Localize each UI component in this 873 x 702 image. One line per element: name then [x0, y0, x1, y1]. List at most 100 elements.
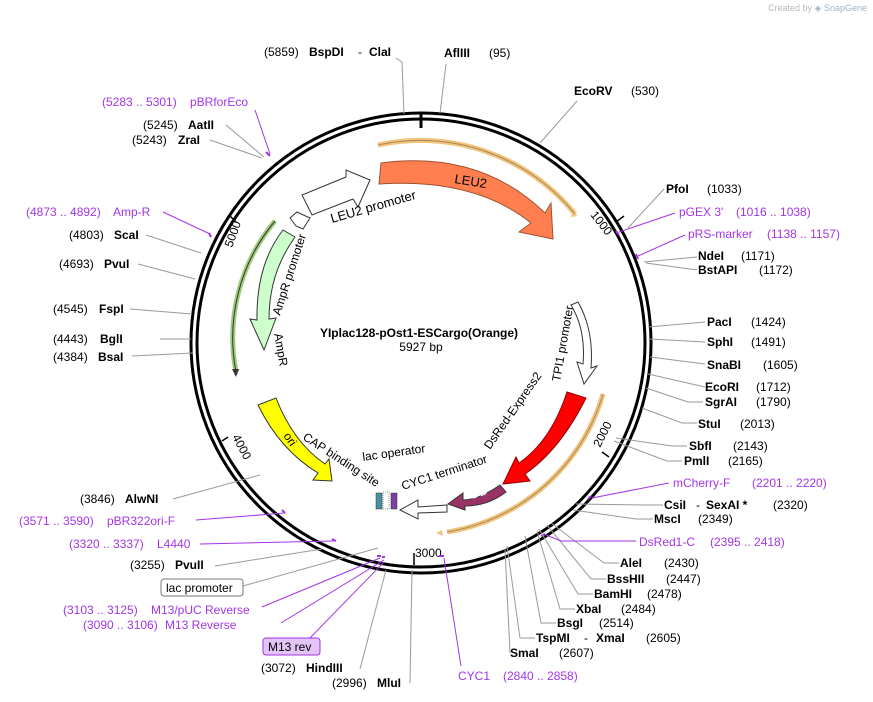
site-name-csii[interactable]: CsiI — [664, 498, 686, 512]
site-name-ecorv[interactable]: EcoRV — [574, 84, 612, 98]
site-name-bsgi[interactable]: BsgI — [557, 616, 583, 630]
plead-pbr322 — [195, 512, 286, 521]
primer-name-m13rev[interactable]: M13 Reverse — [165, 618, 237, 632]
site-name-zrai[interactable]: ZraI — [178, 133, 200, 147]
site-name-ndei[interactable]: NdeI — [698, 249, 724, 263]
site-name-sgrai[interactable]: SgrAI — [705, 395, 737, 409]
site-pos-bsai: (4384) — [53, 350, 88, 364]
site-name-xbai[interactable]: XbaI — [576, 602, 601, 616]
tick-1000 — [615, 215, 625, 223]
feature-lac-operator[interactable] — [390, 492, 398, 510]
primer-mark-prs — [635, 253, 639, 260]
leader-xbai — [536, 530, 575, 610]
plead-mcherry — [591, 482, 670, 499]
site-name-pfoi[interactable]: PfoI — [666, 182, 689, 196]
site-name-pvui[interactable]: PvuI — [104, 257, 129, 271]
site-name-clai[interactable]: ClaI — [369, 45, 391, 59]
primer-name-l4440[interactable]: L4440 — [157, 537, 191, 551]
site-name-fspi[interactable]: FspI — [99, 302, 124, 316]
primer-name-dsred1c[interactable]: DsRed1-C — [639, 535, 695, 549]
site-pos-pmli: (2165) — [728, 454, 763, 468]
highlight-line-ampr — [232, 220, 276, 373]
primer-name-cyc1[interactable]: CYC1 — [458, 669, 490, 683]
site-name-mlui[interactable]: MluI — [377, 676, 401, 690]
m13-rev-box[interactable] — [262, 637, 321, 656]
site-name-bamhi[interactable]: BamHI — [594, 587, 632, 601]
leader-ndei — [643, 256, 698, 263]
boxed-labels: lac promoter M13 rev — [160, 578, 321, 656]
feature-label-ori: ori — [281, 430, 300, 449]
site-pos-bgli: (4443) — [53, 332, 88, 346]
site-name-bspdi[interactable]: BspDI — [309, 45, 344, 59]
site-name-xmai[interactable]: XmaI — [596, 631, 625, 645]
site-name-msci[interactable]: MscI — [654, 512, 681, 526]
site-pos-msci: (2349) — [698, 512, 733, 526]
site-pos-pfoi: (1033) — [707, 182, 742, 196]
site-name-sbfi[interactable]: SbfI — [689, 439, 712, 453]
plead-l4440 — [199, 540, 335, 545]
feature-label-lac-operator: lac operator — [361, 441, 426, 464]
highlight-arrow-ampr — [232, 369, 239, 377]
site-name-bstapi[interactable]: BstAPI — [698, 263, 737, 277]
tick-label-3000: 3000 — [415, 546, 442, 560]
primer-name-pgex3[interactable]: pGEX 3' — [679, 205, 723, 219]
site-labels: (5859) BspDI - ClaI AflIII (95) EcoRV (5… — [53, 45, 808, 690]
site-name-pvuii[interactable]: PvuII — [175, 558, 204, 572]
site-name-hindiii[interactable]: HindIII — [306, 661, 343, 675]
primer-name-prs[interactable]: pRS-marker — [688, 227, 753, 241]
site-leaders — [129, 57, 706, 684]
site-name-paci[interactable]: PacI — [707, 315, 732, 329]
feature-ampr[interactable] — [249, 229, 296, 352]
highlight-arrow-tpi1-dd — [436, 530, 443, 536]
site-name-bgli[interactable]: BglI — [100, 332, 123, 346]
site-name-snabi[interactable]: SnaBI — [707, 358, 741, 372]
site-name-sexai[interactable]: SexAI * — [706, 498, 748, 512]
site-name-pmli[interactable]: PmlI — [684, 454, 709, 468]
feature-dsred-express2[interactable] — [502, 391, 587, 485]
feature-cyc1-terminator[interactable] — [398, 499, 448, 520]
feature-dd[interactable] — [446, 484, 507, 511]
feature-leu2[interactable] — [378, 160, 554, 240]
plead-prs — [637, 234, 686, 257]
feature-leu2-promoter[interactable] — [301, 169, 371, 216]
site-pos-snabi: (1605) — [763, 358, 798, 372]
primer-range-m13rev: (3090 .. 3106) — [83, 618, 158, 632]
site-name-sphi[interactable]: SphI — [707, 335, 733, 349]
site-name-alei[interactable]: AleI — [620, 556, 642, 570]
leader-sbfi — [615, 437, 687, 447]
primer-name-pbrforeco[interactable]: pBRforEco — [190, 95, 248, 109]
lac-promoter-box[interactable] — [160, 578, 244, 597]
site-name-bsshii[interactable]: BssHII — [607, 572, 644, 586]
primer-leaders — [162, 109, 686, 667]
feature-tpi1-promoter[interactable] — [570, 301, 599, 386]
primer-name-pbr322[interactable]: pBR322ori-F — [107, 514, 175, 528]
leader-snabi — [649, 356, 706, 365]
feature-lac-promoter[interactable] — [382, 491, 390, 510]
leader-hindiii — [359, 569, 387, 670]
leader-tspmi — [506, 545, 535, 639]
site-pos-bstapi: (1172) — [759, 263, 793, 277]
leader-aatii — [225, 124, 265, 158]
primer-name-mcherry[interactable]: mCherry-F — [673, 476, 730, 490]
feature-ampr-promoter-arrow[interactable] — [289, 211, 311, 230]
site-name-aflIII[interactable]: AflIII — [444, 46, 470, 60]
primer-range-pgex3: (1016 .. 1038) — [736, 205, 811, 219]
primer-name-m13puc[interactable]: M13/pUC Reverse — [151, 603, 250, 617]
site-name-scai[interactable]: ScaI — [114, 228, 139, 242]
site-name-stui[interactable]: StuI — [698, 417, 721, 431]
site-name-smai[interactable]: SmaI — [510, 646, 539, 660]
site-name-tspmi[interactable]: TspMI — [536, 631, 570, 645]
plead-m13puc — [261, 557, 381, 608]
site-pos-paci: (1424) — [751, 315, 786, 329]
leader-scai — [145, 234, 202, 254]
site-name-bsai[interactable]: BsaI — [98, 350, 123, 364]
feature-cap-binding-site[interactable] — [375, 492, 383, 510]
site-name-aatii[interactable]: AatII — [188, 118, 214, 132]
site-name-ecori[interactable]: EcoRI — [705, 380, 739, 394]
primer-mark-pbr322 — [281, 509, 286, 514]
primer-name-ampr[interactable]: Amp-R — [113, 205, 151, 219]
site-name-alwni[interactable]: AlwNI — [125, 492, 158, 506]
site-pos-mlui: (2996) — [332, 676, 367, 690]
feature-ori[interactable] — [257, 397, 333, 482]
